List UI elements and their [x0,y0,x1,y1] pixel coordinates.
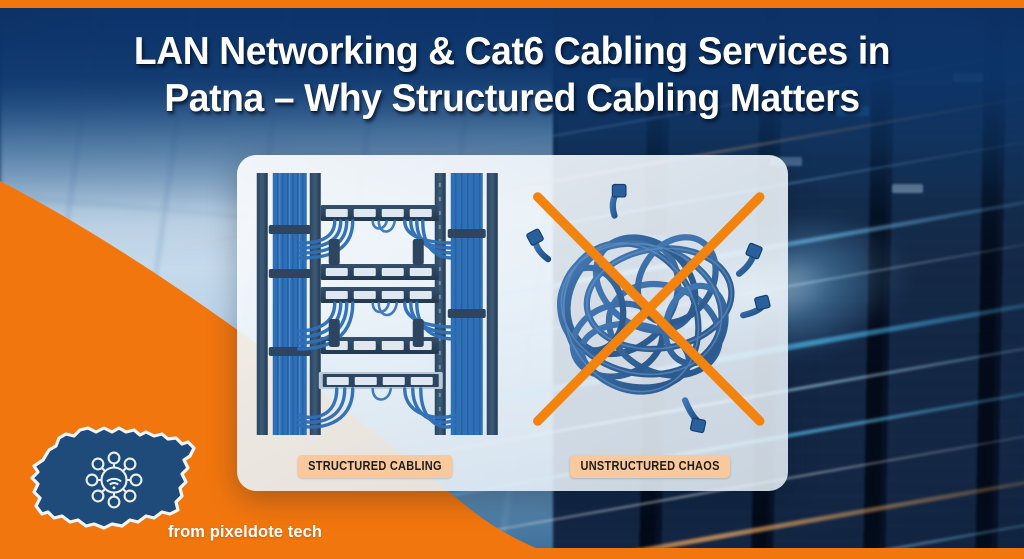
orange-corner-swoosh [0,119,820,559]
orange-top-bar [0,0,1024,8]
badge-unstructured-chaos: UNSTRUCTURED CHAOS [570,455,731,478]
network-hub-wifi-icon [85,451,143,509]
pane-structured-cabling [237,155,513,491]
pane-unstructured-chaos [513,155,789,491]
brand-text: from pixeldote tech [168,523,323,541]
page-title: LAN Networking & Cat6 Cabling Services i… [23,28,1001,122]
headline-line-1: LAN Networking & Cat6 Cabling Services i… [133,30,891,73]
badge-structured-cabling: STRUCTURED CABLING [297,455,453,478]
bihar-map-logo [26,408,202,534]
comparison-card: STRUCTURED CABLING UNSTRUCTURED CHAOS [237,155,788,491]
tangled-cables-crossed-out-icon [519,179,779,439]
headline-line-2: Patna – Why Structured Cabling Matters [164,77,860,120]
orange-bottom-bar [0,548,1024,559]
caption-row: STRUCTURED CABLING UNSTRUCTURED CHAOS [237,455,788,478]
server-rack-patch-panels-icon [251,169,505,439]
